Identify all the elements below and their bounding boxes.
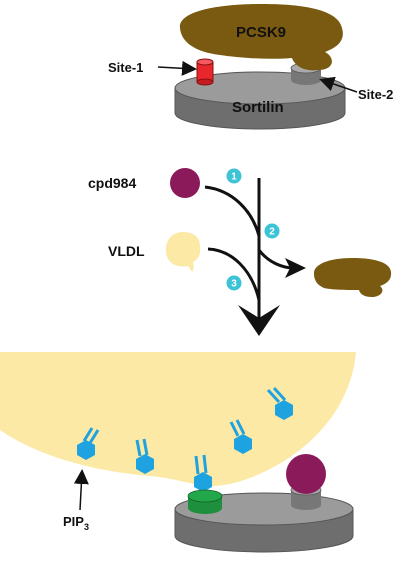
svg-text:3: 3 (231, 279, 237, 290)
step-badge-3: 3 (226, 275, 242, 291)
released-pcsk9 (313, 258, 392, 297)
main-arrow-head (238, 305, 280, 336)
site1-arrow (157, 60, 197, 76)
pathway: cpd984 VLDL 1 2 3 (88, 168, 392, 336)
vldl-label: VLDL (108, 243, 145, 259)
cpd984-pathway-arrow (204, 185, 261, 237)
pip3-molecule (77, 427, 100, 460)
bottom-scene: PIP3 (0, 352, 356, 553)
site1-label: Site-1 (108, 60, 143, 75)
pcsk9-protein (179, 4, 343, 71)
cpd984-molecule (170, 168, 200, 198)
site2-label: Site-2 (358, 87, 393, 102)
vldl-pathway-arrow (207, 247, 261, 301)
sortilin-label: Sortilin (232, 99, 284, 116)
vldl-particle (165, 232, 201, 272)
pip3-molecule (266, 386, 293, 420)
svg-text:1: 1 (231, 172, 237, 183)
pip3-molecule (194, 454, 212, 492)
pip3-molecule (229, 419, 252, 454)
release-arrow-head (285, 258, 306, 278)
svg-text:2: 2 (269, 227, 275, 238)
bound-cpd984 (286, 454, 326, 494)
site1-pocket (196, 58, 214, 86)
pip3-label: PIP3 (63, 514, 89, 532)
pip3-arrow (73, 469, 89, 511)
step-badge-1: 1 (226, 168, 242, 184)
cpd984-label: cpd984 (88, 175, 136, 191)
step-badge-2: 2 (264, 223, 280, 239)
pcsk9-label: PCSK9 (236, 24, 286, 41)
site2-arrow (319, 76, 358, 93)
pip3-molecule (135, 438, 154, 474)
top-complex: Sortilin PCSK9 Site-1 Site-2 (108, 4, 393, 130)
site1-binding-pocket (187, 489, 223, 514)
